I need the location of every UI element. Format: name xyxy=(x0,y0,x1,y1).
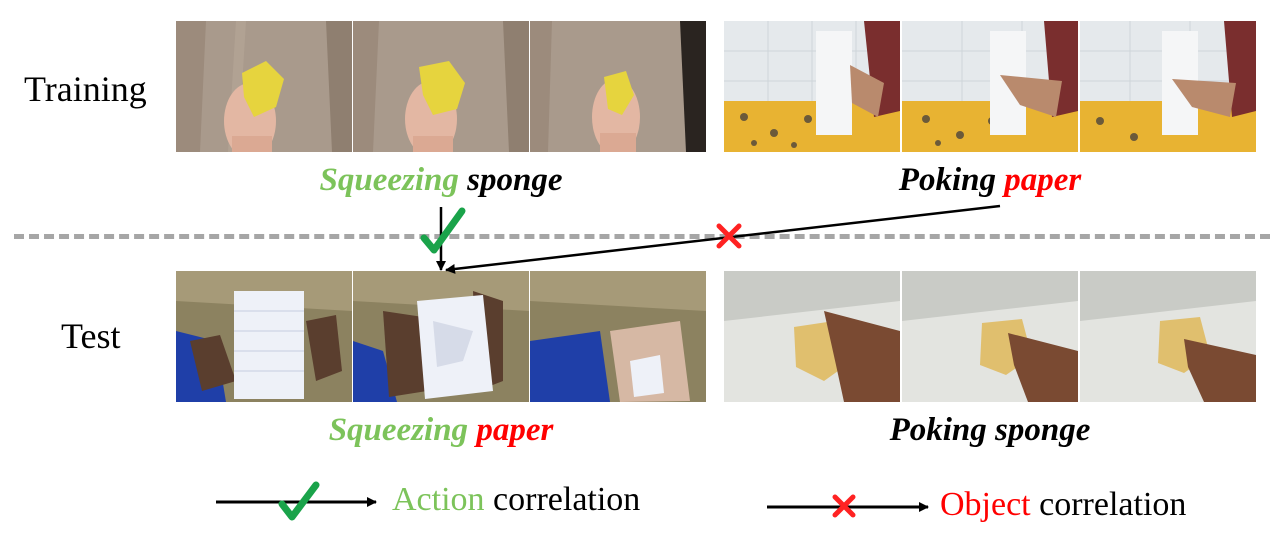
training-squeeze-sponge-frame-2 xyxy=(353,21,529,152)
test-squeeze-paper-frame-1 xyxy=(176,271,352,402)
test-squeeze-paper-frame-2 xyxy=(353,271,529,402)
object-correlation-arrow xyxy=(445,204,1001,274)
training-poke-paper-frame-3 xyxy=(1080,21,1256,152)
training-row-label: Training xyxy=(24,69,147,109)
cross-icon xyxy=(716,223,742,249)
training-poke-paper-frame-1 xyxy=(724,21,900,152)
test-right-verb: Poking xyxy=(889,412,987,448)
checkmark-icon xyxy=(420,207,466,254)
training-squeeze-sponge-frame-1 xyxy=(176,21,352,152)
test-left-noun: paper xyxy=(476,412,554,448)
train-left-verb: Squeezing xyxy=(319,162,459,198)
legend-cross-icon xyxy=(832,494,856,518)
test-right-noun: sponge xyxy=(995,412,1091,448)
test-row-label: Test xyxy=(61,316,121,356)
legend-action-rest: correlation xyxy=(493,481,641,518)
test-poke-sponge-frame-2 xyxy=(902,271,1078,402)
legend-object-rest: correlation xyxy=(1039,486,1187,523)
test-squeeze-paper-frame-3 xyxy=(530,271,706,402)
train-right-caption: Poking paper xyxy=(724,162,1256,199)
train-right-verb: Poking xyxy=(898,162,996,198)
legend-action-word: Action xyxy=(392,481,485,518)
train-test-divider xyxy=(14,234,1270,239)
test-right-caption: Poking sponge xyxy=(724,412,1256,449)
legend-action-label: Action correlation xyxy=(392,481,640,519)
train-right-noun: paper xyxy=(1004,162,1082,198)
test-poke-sponge-frame-3 xyxy=(1080,271,1256,402)
training-squeeze-sponge-frame-3 xyxy=(530,21,706,152)
train-left-noun: sponge xyxy=(467,162,563,198)
legend-object-label: Object correlation xyxy=(940,486,1186,524)
test-left-verb: Squeezing xyxy=(328,412,469,448)
legend-checkmark-icon xyxy=(278,481,320,521)
test-poke-sponge-frame-1 xyxy=(724,271,900,402)
train-left-caption: Squeezing sponge xyxy=(176,162,706,199)
legend-object-word: Object xyxy=(940,486,1031,523)
training-poke-paper-frame-2 xyxy=(902,21,1078,152)
test-left-caption: Squeezing paper xyxy=(176,412,706,449)
